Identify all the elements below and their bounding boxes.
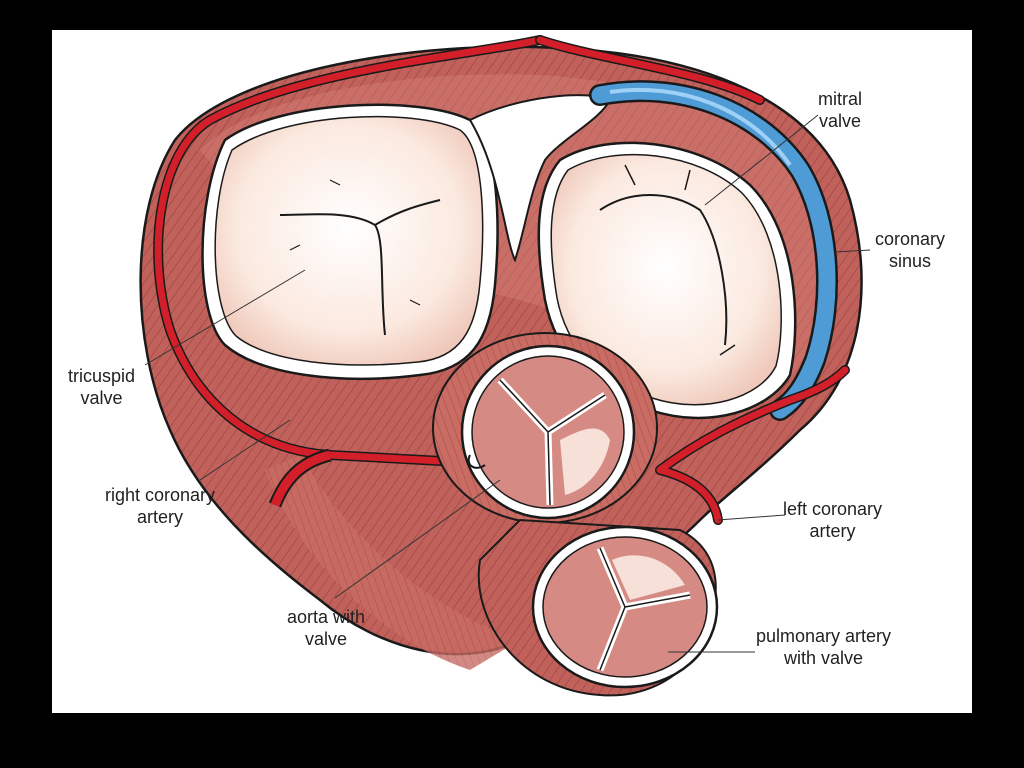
- label-aorta-line1: aorta with: [287, 607, 366, 627]
- leader-tricuspid: [144, 269, 306, 366]
- fibrous-trigone: [468, 94, 612, 263]
- leader-right-coronary: [199, 419, 291, 481]
- leader-left-coronary: [717, 514, 786, 521]
- leader-aorta: [334, 479, 501, 599]
- tricuspid-leaflet-lines-2: [289, 179, 421, 306]
- label-pulmonary-line2: with valve: [784, 648, 864, 668]
- label-right-coronary-line2: artery: [137, 507, 184, 527]
- label-coronary-sinus-line2: sinus: [889, 251, 932, 271]
- label-coronary-sinus-line1: coronary: [875, 229, 946, 249]
- label-right-coronary-line1: right coronary: [105, 485, 216, 505]
- label-left-coronary-line2: artery: [809, 521, 856, 541]
- leader-coronary-sinus: [834, 249, 871, 253]
- label-aorta-line2: valve: [305, 629, 348, 649]
- label-left-coronary-line1: left coronary: [783, 499, 883, 519]
- pulmonary-valve-cusp-outlines: [599, 547, 691, 671]
- label-aorta-with-valve: aorta with valve: [287, 606, 365, 650]
- mitral-leaflet-line: [599, 194, 728, 346]
- coronary-ostium-icon: [467, 454, 486, 469]
- label-tricuspid-line1: tricuspid: [68, 366, 136, 386]
- right-coronary-branch-fill: [270, 450, 332, 507]
- coronary-sinus-shine: [609, 87, 792, 167]
- tricuspid-leaflet-lines: [279, 199, 441, 336]
- label-right-coronary-artery: right coronary artery: [105, 484, 215, 528]
- pulmonary-cusp-shade: [612, 555, 685, 600]
- label-mitral-line1: mitral: [818, 89, 862, 109]
- label-mitral-line2: valve: [818, 111, 862, 131]
- aortic-valve-cusp-outlines: [499, 379, 606, 506]
- aortic-cusp-shade: [560, 428, 610, 495]
- lower-ventricle-wall: [265, 455, 520, 670]
- left-coronary-artery-fill: [536, 36, 849, 524]
- label-coronary-sinus: coronary sinus: [875, 228, 945, 272]
- leader-lines: [144, 114, 871, 653]
- right-coronary-artery-fill: [154, 36, 544, 466]
- label-pulmonary-line1: pulmonary artery: [756, 626, 892, 646]
- leader-mitral: [704, 114, 819, 206]
- label-pulmonary-artery: pulmonary artery with valve: [756, 625, 891, 669]
- tricuspid-valve: [214, 115, 484, 366]
- label-tricuspid-line2: valve: [80, 388, 123, 408]
- mitral-valve: [550, 153, 782, 406]
- label-left-coronary-artery: left coronary artery: [783, 498, 882, 542]
- mitral-commissure-lines: [624, 164, 736, 356]
- label-mitral-valve: mitral valve: [818, 88, 862, 132]
- label-tricuspid-valve: tricuspid valve: [68, 365, 135, 409]
